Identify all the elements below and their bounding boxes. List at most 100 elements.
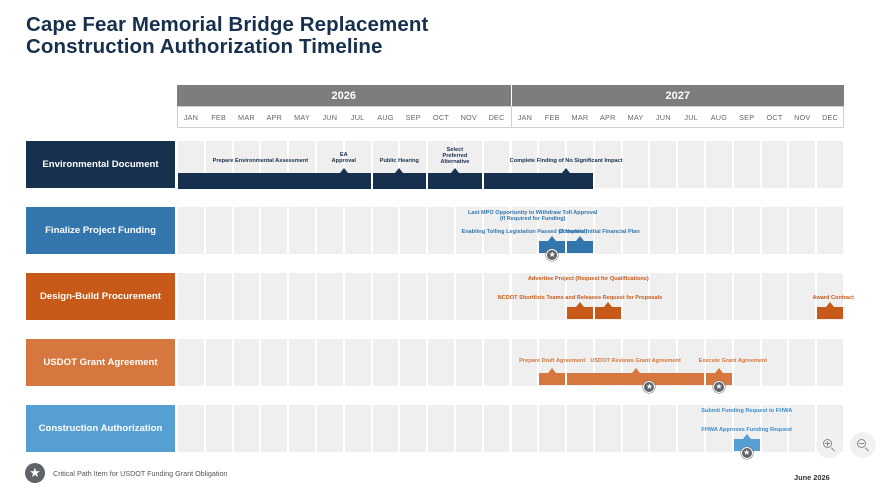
grid-cell — [289, 273, 315, 320]
month-label: JAN — [510, 107, 539, 127]
task-bar[interactable] — [817, 307, 843, 319]
grid-cell — [400, 405, 427, 452]
task-bar[interactable] — [567, 241, 593, 253]
grid-cell — [289, 405, 315, 452]
month-label: JUL — [684, 112, 698, 122]
grid-cell — [233, 339, 260, 386]
milestone-marker — [548, 236, 557, 241]
grid-cell — [622, 273, 649, 320]
milestone-label: Execute Grant Agreement — [698, 358, 768, 364]
star-icon: ★ — [546, 249, 559, 261]
task-bar[interactable] — [706, 373, 732, 385]
grid-cell — [400, 273, 427, 320]
grid-cell — [205, 405, 232, 452]
grid-cell — [817, 339, 843, 386]
grid-cell — [733, 339, 760, 386]
grid-cell — [733, 207, 760, 254]
star-icon: ★ — [25, 463, 45, 483]
grid-cell — [789, 141, 816, 188]
grid-cell — [178, 339, 204, 386]
row-grid-usdot-grant-agreement — [177, 339, 844, 386]
grid-cell — [511, 273, 538, 320]
milestone-marker — [575, 236, 584, 241]
grid-cell — [650, 273, 677, 320]
task-bar[interactable] — [428, 173, 482, 189]
grid-cell — [344, 273, 371, 320]
grid-cell — [650, 405, 677, 452]
grid-cell — [678, 273, 705, 320]
grid-cell — [594, 207, 621, 254]
row-label-design-build-procurement: Design-Build Procurement — [26, 273, 175, 320]
zoom-in-button[interactable] — [816, 432, 842, 458]
task-bar[interactable] — [567, 373, 705, 385]
task-bar[interactable] — [372, 173, 427, 189]
task-bar[interactable] — [483, 173, 593, 189]
milestone-label: Prepare Environmental Assessment — [212, 158, 309, 164]
milestone-marker — [548, 368, 557, 373]
grid-cell — [178, 207, 204, 254]
grid-cell — [483, 273, 510, 320]
milestone-marker — [575, 302, 584, 307]
row-grid-finalize-project-funding — [177, 207, 844, 254]
grid-cell — [622, 141, 649, 188]
grid-cell — [483, 405, 510, 452]
milestone-marker — [562, 168, 571, 173]
grid-cell — [594, 405, 621, 452]
grid-cell — [761, 141, 788, 188]
month-label: FEB — [544, 112, 560, 122]
task-bar[interactable] — [567, 307, 593, 319]
grid-cell — [372, 207, 399, 254]
grid-cell — [428, 273, 454, 320]
grid-cell — [706, 141, 732, 188]
title-line-2: Construction Authorization Timeline — [26, 35, 383, 58]
zoom-out-button[interactable] — [850, 432, 876, 458]
milestone-marker — [339, 168, 348, 173]
grid-cell — [678, 207, 705, 254]
grid-cell — [261, 207, 288, 254]
month-label: MAR — [238, 112, 255, 122]
month-label: AUG — [710, 112, 728, 122]
milestone-marker — [395, 168, 404, 173]
grid-cell — [428, 207, 454, 254]
task-bar[interactable] — [539, 373, 566, 385]
year-header-2027: 2027 — [511, 85, 844, 106]
grid-cell — [789, 207, 816, 254]
month-label: AUG — [377, 112, 394, 122]
month-label: MAY — [294, 112, 310, 122]
month-label: FEB — [211, 112, 227, 122]
milestone-label: Complete Initial Financial Plan — [559, 229, 640, 235]
milestone-label: Last MPO Opportunity to Withdraw Toll Ap… — [467, 210, 598, 223]
task-bar[interactable] — [594, 307, 621, 319]
grid-cell — [594, 141, 621, 188]
month-label: MAY — [627, 112, 644, 122]
milestone-label: Award Contract — [812, 295, 854, 301]
grid-cell — [622, 405, 649, 452]
milestone-label: Enabling Tolling Legislation Passed (If … — [461, 229, 588, 235]
grid-cell — [233, 273, 260, 320]
title-line-1: Cape Fear Memorial Bridge Replacement — [26, 13, 429, 36]
task-bar[interactable] — [539, 241, 566, 253]
grid-cell — [289, 207, 315, 254]
grid-cell — [344, 405, 371, 452]
task-bar[interactable] — [733, 439, 760, 451]
grid-cell — [761, 339, 788, 386]
grid-cell — [539, 405, 566, 452]
grid-cell — [428, 339, 454, 386]
grid-cell — [178, 273, 204, 320]
month-label: OCT — [433, 112, 450, 122]
grid-cell — [483, 207, 510, 254]
month-label: OCT — [766, 112, 783, 122]
grid-cell — [678, 141, 705, 188]
grid-cell — [455, 207, 482, 254]
grid-cell — [205, 207, 232, 254]
row-label-usdot-grant-agreement: USDOT Grant Agreement — [26, 339, 175, 386]
grid-cell — [316, 207, 343, 254]
month-label: APR — [599, 112, 616, 122]
month-label: NOV — [794, 112, 811, 122]
year-header-2026: 2026 — [177, 85, 511, 106]
grid-cell — [622, 207, 649, 254]
date-label: June 2026 — [794, 473, 830, 482]
milestone-marker — [450, 168, 459, 173]
task-bar[interactable] — [178, 173, 371, 189]
